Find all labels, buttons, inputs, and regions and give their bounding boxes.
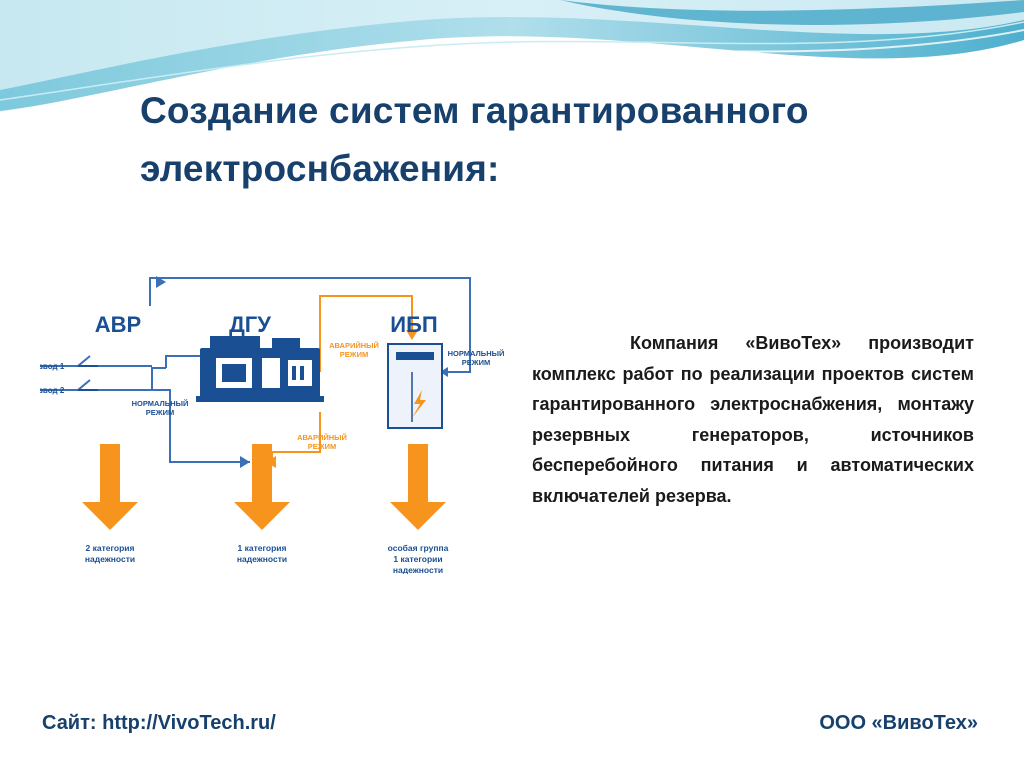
ibp-category-line3: надежности — [393, 565, 443, 574]
block-avr-label: АВР — [95, 312, 141, 337]
ibp-emergency-mode-line1: АВАРИЙНЫЙ — [329, 341, 379, 350]
dgu-output-arrow — [234, 444, 290, 530]
ibp-output-arrow — [390, 444, 446, 530]
avr-output-arrow — [82, 444, 138, 530]
avr-normal-mode-line1: НОРМАЛЬНЫЙ — [132, 399, 189, 408]
block-dgu-label: ДГУ — [229, 312, 271, 337]
avr-normal-mode-line2: РЕЖИМ — [146, 408, 174, 417]
avr-category-line2: надежности — [85, 554, 135, 564]
ibp-category-line2: 1 категории — [393, 554, 442, 564]
input-2-label: ввод 2 — [40, 386, 65, 395]
description-lead: Компания «ВивоТех» — [630, 333, 842, 353]
dgu-category-line2: надежности — [237, 554, 287, 564]
footer-site-link[interactable]: Сайт: http://VivoTech.ru/ — [42, 712, 276, 734]
ibp-category-line1: особая группа — [388, 543, 449, 553]
dgu-emergency-mode-line1: АВАРИЙНЫЙ — [297, 433, 347, 442]
footer-company-name: ООО «ВивоТех» — [819, 712, 978, 734]
ibp-normal-mode-line2: РЕЖИМ — [462, 358, 490, 367]
slide-title: Создание систем гарантированного электро… — [140, 90, 809, 189]
ibp-normal-mode-line1: НОРМАЛЬНЫЙ — [448, 349, 505, 358]
input-1-label: ввод 1 — [40, 362, 65, 371]
dgu-category-line1: 1 категория — [238, 543, 287, 553]
ups-cabinet-icon — [387, 343, 443, 429]
power-supply-diagram: АВР ДГУ ИБП ввод 1 ввод 2 — [40, 272, 510, 574]
description-body: производит комплекс работ по реализации … — [532, 333, 974, 506]
header-wave-decoration — [0, 0, 1024, 113]
dgu-emergency-mode-line2: РЕЖИМ — [308, 442, 336, 451]
avr-category-line1: 2 категория — [86, 543, 135, 553]
ibp-emergency-mode-line2: РЕЖИМ — [340, 350, 368, 359]
company-description: Компания «ВивоТех» производит комплекс р… — [532, 328, 974, 511]
block-ibp-label: ИБП — [390, 312, 437, 337]
